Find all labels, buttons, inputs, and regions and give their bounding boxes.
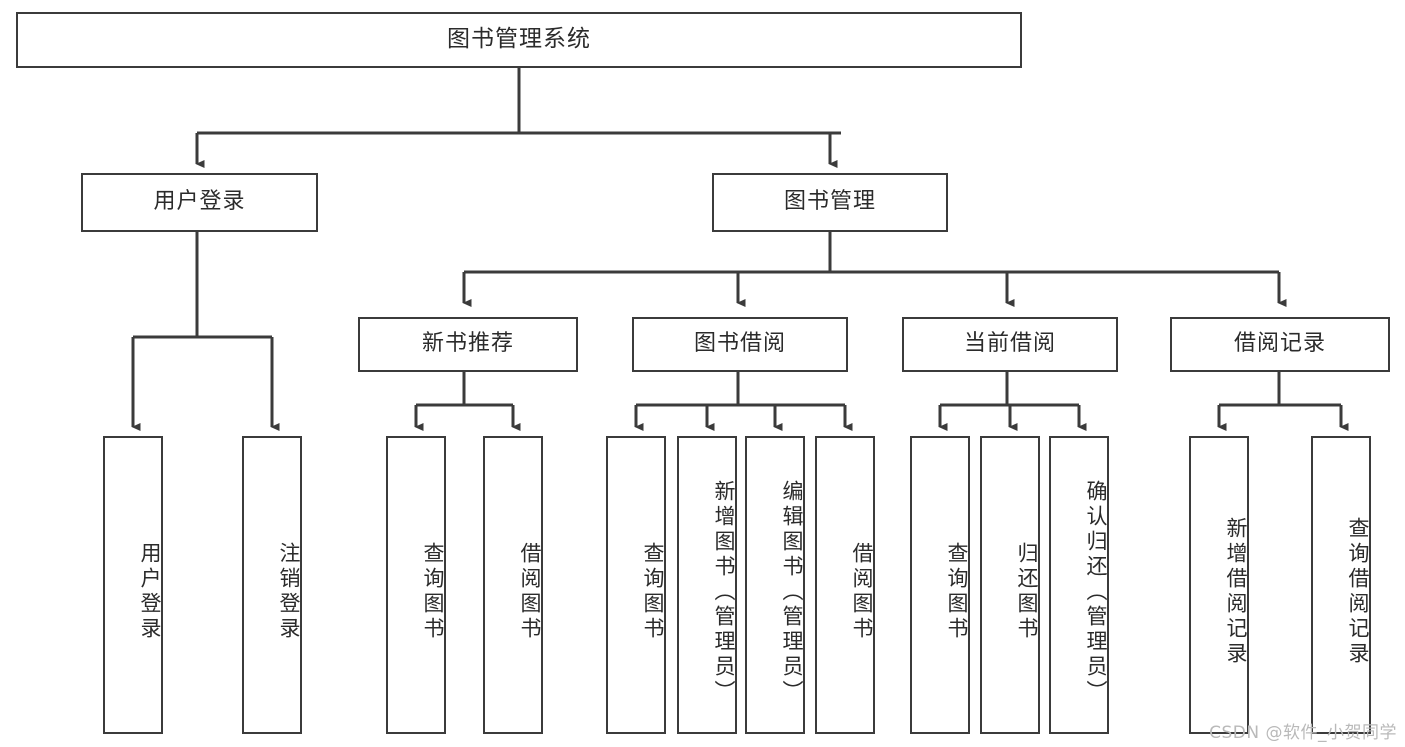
- leaf-book-borrow-borrow[interactable]: 借阅图书: [815, 436, 875, 734]
- node-label: 编辑图书（管理员）: [780, 479, 804, 705]
- leaf-current-borrow-confirm-return[interactable]: 确认归还（管理员）: [1049, 436, 1109, 734]
- leaf-borrow-record-query[interactable]: 查询借阅记录: [1311, 436, 1371, 734]
- node-borrow-record[interactable]: 借阅记录: [1170, 317, 1390, 372]
- node-label: 查询图书: [945, 542, 969, 642]
- leaf-new-book-borrow[interactable]: 借阅图书: [483, 436, 543, 734]
- node-label: 查询图书: [641, 542, 665, 642]
- node-label: 图书借阅: [693, 331, 786, 357]
- leaf-book-borrow-edit[interactable]: 编辑图书（管理员）: [745, 436, 805, 734]
- node-user-login[interactable]: 用户登录: [81, 173, 318, 232]
- leaf-current-borrow-return[interactable]: 归还图书: [980, 436, 1040, 734]
- node-label: 归还图书: [1015, 542, 1039, 642]
- node-label: 新增图书（管理员）: [712, 479, 736, 705]
- node-book-borrow[interactable]: 图书借阅: [632, 317, 848, 372]
- node-root-system[interactable]: 图书管理系统: [16, 12, 1022, 68]
- node-label: 查询图书: [421, 542, 445, 642]
- leaf-user-login-login[interactable]: 用户登录: [103, 436, 163, 734]
- node-label: 借阅图书: [518, 542, 542, 642]
- node-label: 用户登录: [138, 542, 162, 642]
- node-book-management[interactable]: 图书管理: [712, 173, 948, 232]
- node-label: 新增借阅记录: [1224, 517, 1248, 667]
- node-label: 借阅图书: [850, 542, 874, 642]
- node-label: 当前借阅: [963, 331, 1056, 357]
- watermark-text: CSDN @软件_小贺同学: [1209, 723, 1397, 743]
- leaf-user-login-logout[interactable]: 注销登录: [242, 436, 302, 734]
- leaf-book-borrow-add[interactable]: 新增图书（管理员）: [677, 436, 737, 734]
- leaf-book-borrow-query[interactable]: 查询图书: [606, 436, 666, 734]
- node-label: 确认归还（管理员）: [1084, 479, 1108, 705]
- node-label: 用户登录: [153, 189, 246, 215]
- leaf-borrow-record-add[interactable]: 新增借阅记录: [1189, 436, 1249, 734]
- leaf-new-book-query[interactable]: 查询图书: [386, 436, 446, 734]
- node-label: 借阅记录: [1233, 331, 1326, 357]
- node-label: 新书推荐: [421, 331, 514, 357]
- node-new-book-recommend[interactable]: 新书推荐: [358, 317, 578, 372]
- node-label: 注销登录: [277, 542, 301, 642]
- node-label: 图书管理系统: [447, 26, 591, 53]
- node-label: 图书管理: [783, 189, 876, 215]
- leaf-current-borrow-query[interactable]: 查询图书: [910, 436, 970, 734]
- node-current-borrow[interactable]: 当前借阅: [902, 317, 1118, 372]
- node-label: 查询借阅记录: [1346, 517, 1370, 667]
